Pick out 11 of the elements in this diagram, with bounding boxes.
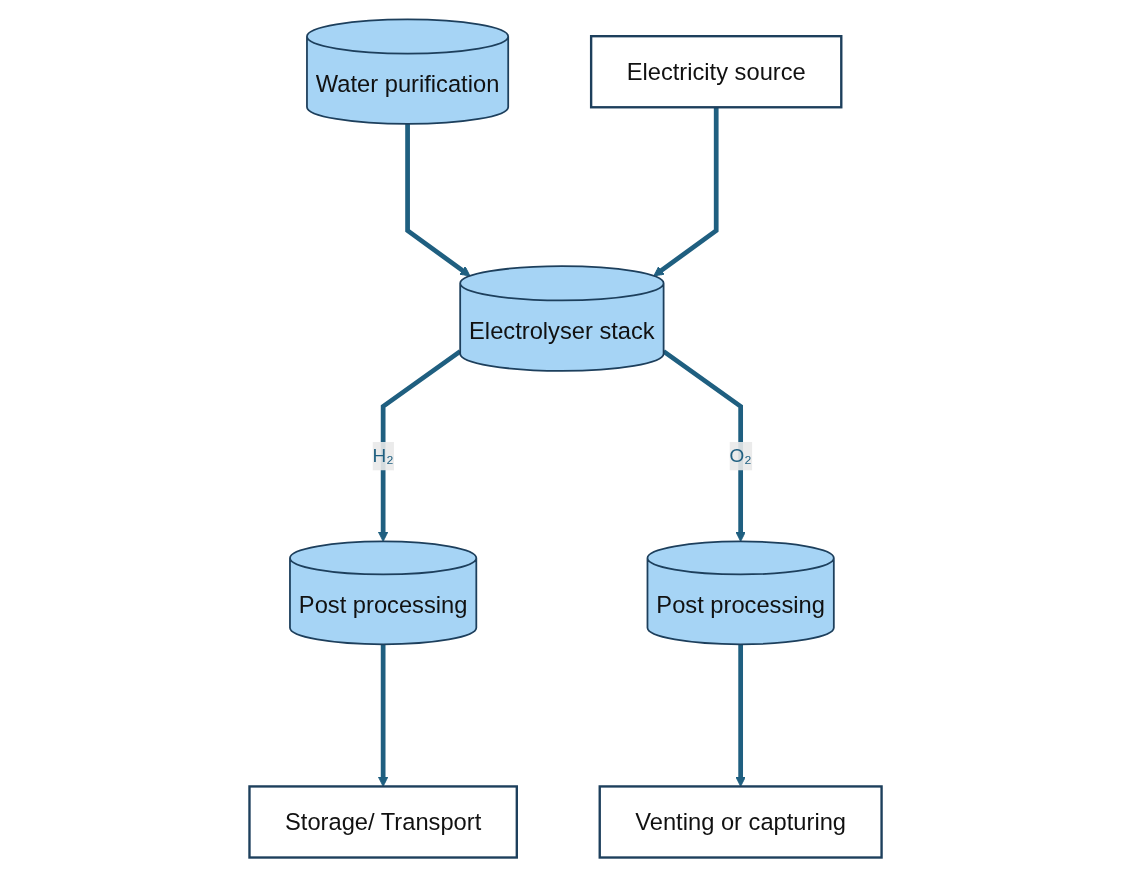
edge-label: H₂ [372,445,394,466]
arrow [662,349,746,542]
edge-label: O₂ [729,445,752,466]
arrow [405,124,471,277]
arrow [377,644,389,787]
node-box: Storage/ Transport [248,785,518,859]
arrow [653,107,719,277]
arrow [735,644,746,787]
arrow [377,349,462,542]
node-box: Venting or capturing [598,785,883,859]
node-box: Electricity source [589,35,843,109]
